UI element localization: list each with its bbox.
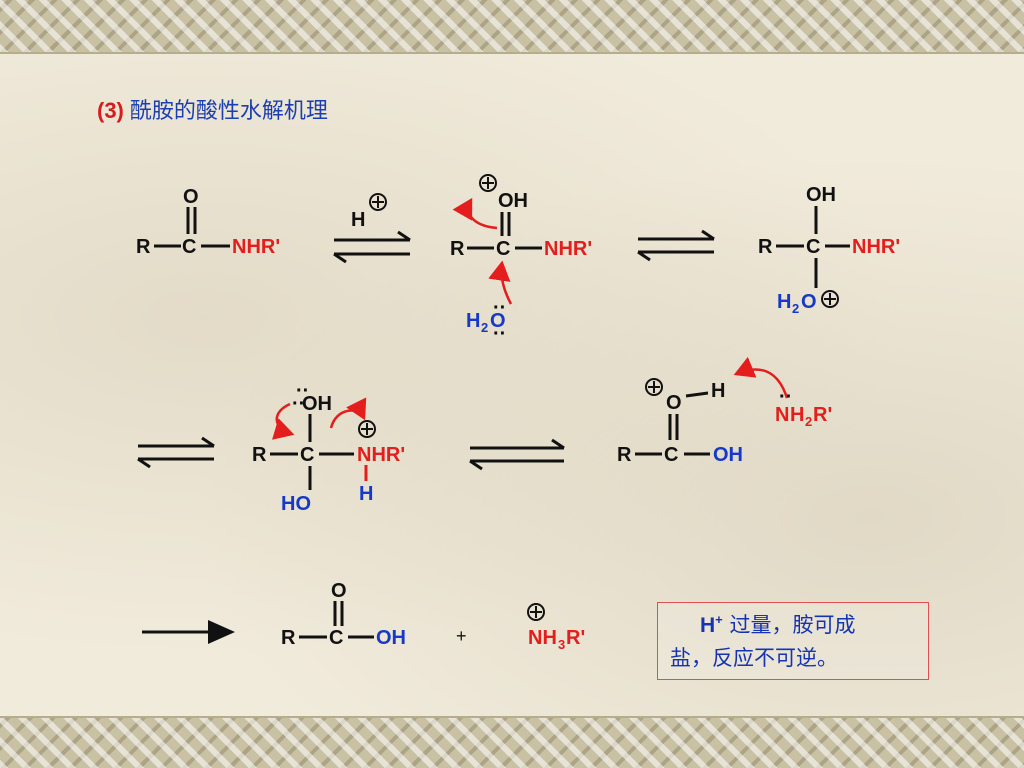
amine-h: H (790, 404, 804, 426)
carbon: C (664, 444, 678, 466)
ammonium-nh: NH (528, 627, 557, 649)
acidic-h: H (711, 380, 725, 402)
lone-pair: ·· (493, 323, 506, 345)
r-group: R (136, 236, 151, 258)
oxonium-subscript: 2 (792, 301, 799, 316)
ammonium-subscript: 3 (558, 637, 565, 652)
oxonium-h: H (777, 291, 791, 313)
title-text: 酰胺的酸性水解机理 (129, 99, 328, 124)
protonation-equilibrium: H (333, 193, 411, 264)
note-line-1: H+ 过量，胺可成 (670, 609, 918, 642)
decorative-bottom-border (0, 716, 1024, 768)
lone-pair: ·· (779, 386, 792, 408)
carbon: C (300, 444, 314, 466)
amine-n: N (775, 404, 789, 426)
lone-pair: ·· (296, 380, 309, 402)
electron-arrow (329, 397, 367, 429)
r-group: R (281, 627, 296, 649)
note-proton: H (700, 614, 716, 637)
water-h: H (466, 310, 480, 332)
electron-arrow (272, 402, 295, 440)
water-subscript: 2 (481, 320, 488, 335)
protonated-amide-structure: OH R C NHR' H 2 O ·· ·· (450, 174, 592, 345)
carbon: C (496, 238, 510, 260)
hydroxyl: OH (806, 184, 836, 206)
amine-r: R' (813, 404, 832, 426)
slide-title: (3)酰胺的酸性水解机理 (97, 93, 328, 125)
amine-subscript: 2 (805, 414, 812, 429)
nitrogen-h: H (359, 483, 373, 505)
carbon: C (806, 236, 820, 258)
lone-pair: ·· (493, 297, 506, 319)
ammonium-r: R' (566, 627, 585, 649)
note-text-1: 过量，胺可成 (722, 613, 856, 637)
hydroxyl: OH (376, 627, 406, 649)
carbon: C (182, 236, 196, 258)
water-o: O (490, 310, 506, 332)
protonated-acid-structure: O H R C OH ·· N H 2 R' (617, 356, 832, 466)
note-box: H+ 过量，胺可成 盐，反应不可逆。 (657, 602, 929, 680)
carbon: C (329, 627, 343, 649)
hydroxyl: OH (302, 393, 332, 415)
electron-arrow (733, 356, 789, 399)
elimination-equilibrium (469, 438, 565, 471)
ammonium-product: NH 3 R' (527, 603, 585, 652)
r-group: R (450, 238, 465, 260)
tetrahedral-intermediate-2: OH ·· ·· R C NHR' H HO (252, 380, 405, 515)
electron-arrow (488, 260, 513, 305)
r-group: R (758, 236, 773, 258)
carbonyl-oxygen: O (183, 186, 199, 208)
addition-equilibrium (637, 229, 715, 262)
oxonium-oxygen: O (666, 392, 682, 414)
r-group: R (252, 444, 267, 466)
note-line-2: 盐，反应不可逆。 (670, 646, 838, 670)
plus-sign: + (456, 626, 467, 646)
tetrahedral-intermediate-1: OH R C NHR' H 2 O (758, 184, 900, 316)
carbonyl-oxygen: O (331, 580, 347, 602)
proton-label: H (351, 209, 365, 231)
title-number: (3) (97, 98, 124, 123)
r-group: R (617, 444, 632, 466)
hydroxyl-oxonium: OH (498, 190, 528, 212)
nhr-group: NHR' (544, 238, 592, 260)
nhr-group: NHR' (852, 236, 900, 258)
hydroxyl: OH (713, 444, 743, 466)
electron-arrow (452, 197, 498, 230)
amide-structure: O R C NHR' (136, 186, 280, 258)
hydroxyl-bottom: HO (281, 493, 311, 515)
carboxylic-acid-product: O R C OH (281, 580, 406, 649)
lone-pair: ·· (292, 393, 305, 415)
decorative-top-border (0, 0, 1024, 54)
nitrogen: NHR' (357, 444, 405, 466)
nhr-group: NHR' (232, 236, 280, 258)
proton-transfer-equilibrium (137, 436, 215, 469)
slide-background (0, 54, 1024, 716)
oxonium-o: O (801, 291, 817, 313)
note-proton-charge: + (715, 612, 723, 627)
positive-charge-icon (369, 193, 387, 211)
